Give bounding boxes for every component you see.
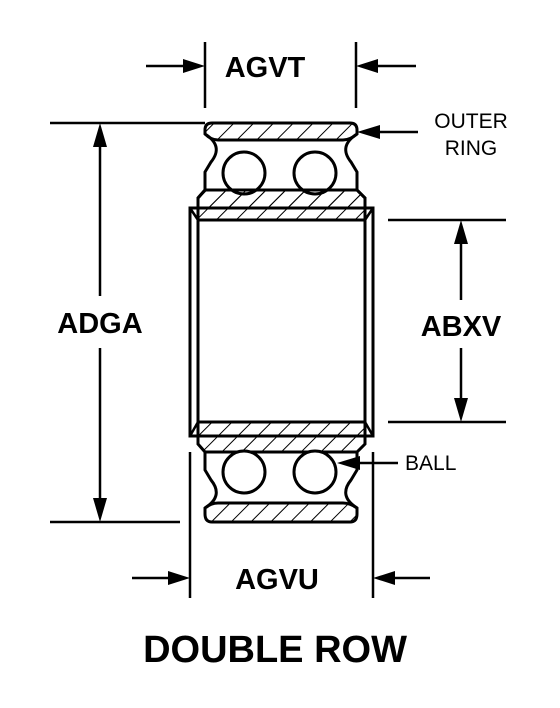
diagram-caption: DOUBLE ROW bbox=[143, 629, 407, 671]
bottom-inner-ring bbox=[196, 420, 367, 454]
adga-dimension: ADGA bbox=[50, 121, 205, 524]
agvu-dimension: AGVU bbox=[132, 452, 430, 598]
bottom-outer-ring bbox=[203, 501, 359, 524]
bottom-ball-right bbox=[292, 449, 338, 495]
outer-ring-label-line2: RING bbox=[445, 137, 498, 160]
bearing-cross-section bbox=[188, 121, 375, 524]
agvt-label: AGVT bbox=[225, 52, 306, 84]
ball-callout: BALL bbox=[337, 452, 456, 475]
agvt-dimension: AGVT bbox=[146, 42, 416, 108]
ball-label: BALL bbox=[405, 452, 456, 475]
outer-ring-label-line1: OUTER bbox=[434, 110, 508, 133]
bore bbox=[188, 206, 375, 438]
top-ball-left bbox=[221, 150, 267, 196]
agvu-label: AGVU bbox=[235, 564, 319, 596]
bottom-ball-left bbox=[221, 449, 267, 495]
abxv-dimension: ABXV bbox=[388, 218, 506, 424]
adga-label: ADGA bbox=[57, 308, 142, 340]
top-ball-right bbox=[292, 150, 338, 196]
top-outer-ring bbox=[203, 121, 359, 142]
abxv-label: ABXV bbox=[421, 311, 502, 343]
outer-ring-callout: OUTER RING bbox=[357, 110, 508, 160]
